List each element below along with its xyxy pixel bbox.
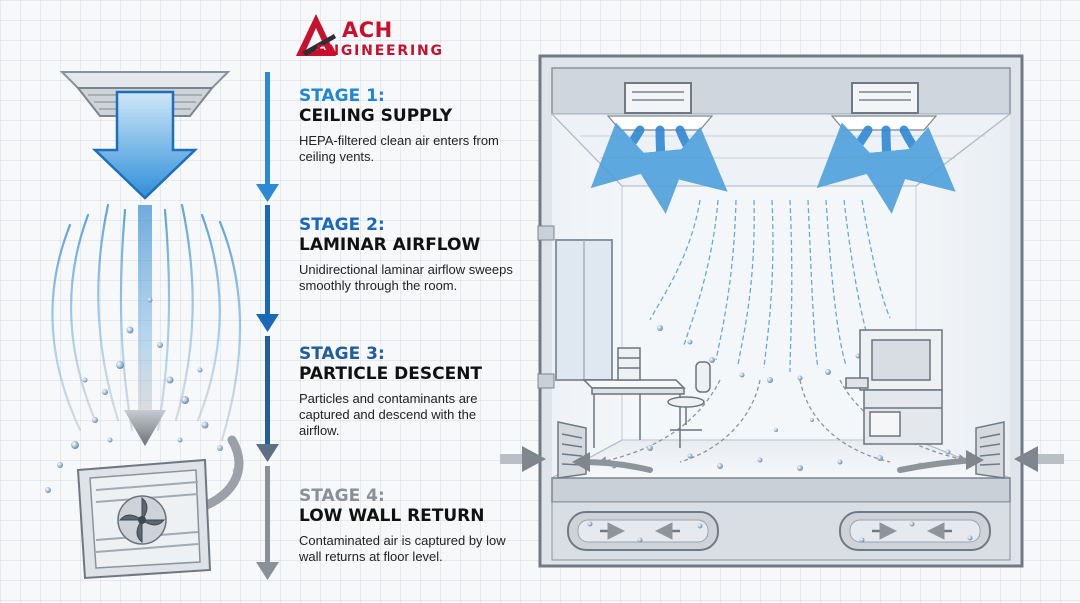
particles-left (45, 297, 238, 493)
cleanroom-illustration (537, 54, 1024, 568)
center-downflow-arrow-icon (124, 205, 166, 446)
lab-chair-icon (667, 361, 711, 431)
brand-triangle-icon (296, 14, 336, 56)
stage-1: STAGE 1: CEILING SUPPLY HEPA-filtered cl… (299, 86, 539, 165)
stage-4-description: Contaminated air is captured by low wall… (299, 533, 506, 564)
stage-3-number: STAGE 3: (299, 344, 385, 364)
stage-2-title: LAMINAR AIRFLOW (299, 235, 481, 255)
brand-name-line2: ENGINEERING (316, 43, 444, 59)
stage-4: STAGE 4: LOW WALL RETURN Contaminated ai… (299, 486, 539, 565)
underfloor-return-ducts (567, 511, 991, 551)
stage-1-description: HEPA-filtered clean air enters from ceil… (299, 133, 499, 164)
stage-3-title: PARTICLE DESCENT (299, 364, 483, 384)
stage-4-number: STAGE 4: (299, 486, 385, 506)
brand-name-line1: ACH (342, 18, 393, 42)
stage-2-description: Unidirectional laminar airflow sweeps sm… (299, 262, 513, 293)
stage-3-description: Particles and contaminants are captured … (299, 391, 478, 438)
stage-2-number: STAGE 2: (299, 215, 385, 235)
supply-arrow-icon (91, 90, 199, 200)
brand-logo: ACH ENGINEERING (296, 12, 496, 60)
lab-machine-icon (845, 329, 943, 445)
stage-timeline (256, 72, 279, 580)
wall-return-grille-icon (76, 458, 212, 580)
lab-desk-icon (582, 347, 686, 448)
stage-3: STAGE 3: PARTICLE DESCENT Particles and … (299, 344, 539, 439)
room-return-arrowhead-left (572, 452, 590, 472)
room-wall-returns (557, 421, 1005, 479)
ceiling-vent-icon (59, 71, 231, 117)
room-return-arrowhead-right (966, 450, 984, 470)
room-supply-arrows (590, 122, 956, 214)
stage-1-title: CEILING SUPPLY (299, 106, 453, 126)
stage-2: STAGE 2: LAMINAR AIRFLOW Unidirectional … (299, 215, 539, 294)
stage-4-title: LOW WALL RETURN (299, 506, 485, 526)
airflow-streams (51, 203, 242, 442)
side-return-arrows (500, 446, 1064, 472)
stage-1-number: STAGE 1: (299, 86, 385, 106)
